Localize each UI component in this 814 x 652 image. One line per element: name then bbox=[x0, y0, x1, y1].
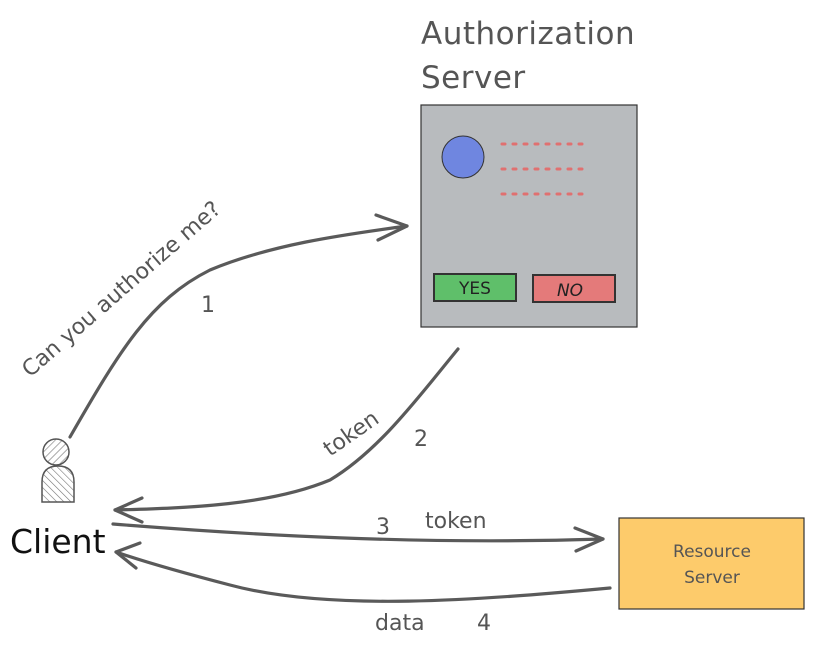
auth-server-panel: YES NO bbox=[420, 104, 638, 328]
resource-server-box: Resource Server bbox=[618, 517, 805, 610]
step-3-number: 3 bbox=[376, 515, 390, 540]
no-button-label: NO bbox=[557, 281, 583, 301]
client-user-icon bbox=[41, 438, 75, 503]
step-4-number: 4 bbox=[477, 611, 491, 636]
arrow-token-to-resource bbox=[111, 522, 605, 553]
arrow-data-response bbox=[114, 541, 612, 603]
step-2-number: 2 bbox=[414, 427, 428, 452]
token-label-step-3: token bbox=[425, 509, 487, 534]
no-button[interactable]: NO bbox=[532, 274, 616, 303]
arrow-request-authorization bbox=[68, 213, 409, 439]
data-label: data bbox=[375, 611, 425, 636]
auth-server-title-line2: Server bbox=[421, 60, 526, 96]
avatar-circle bbox=[441, 135, 485, 179]
resource-server-label-line2: Server bbox=[684, 568, 740, 588]
token-label-step-2: token bbox=[319, 406, 384, 462]
dotted-placeholder-lines bbox=[500, 142, 590, 196]
arrow-token-response bbox=[113, 347, 460, 524]
auth-server-title-line1: Authorization bbox=[421, 16, 635, 52]
client-label: Client bbox=[10, 522, 106, 561]
yes-button[interactable]: YES bbox=[433, 273, 517, 302]
yes-button-label: YES bbox=[458, 279, 491, 299]
step-1-number: 1 bbox=[201, 293, 215, 318]
resource-server-label-line1: Resource bbox=[673, 542, 751, 562]
